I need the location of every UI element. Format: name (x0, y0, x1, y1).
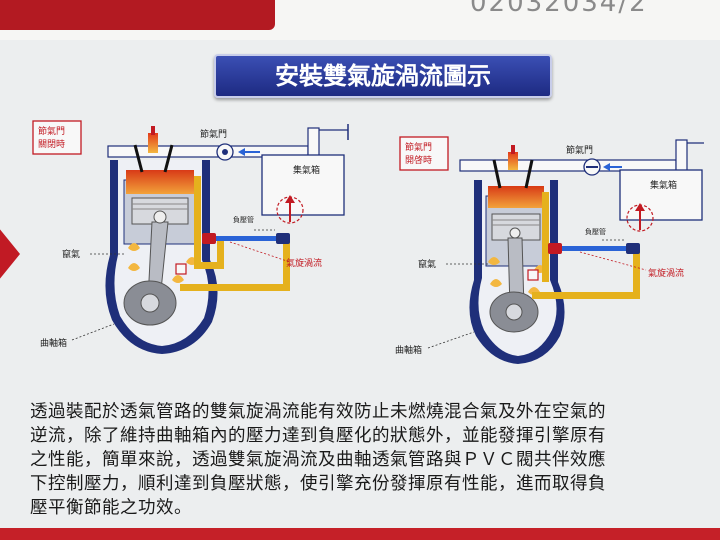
left-crankcase-label: 曲軸箱 (40, 337, 67, 349)
left-spark-plug-icon (148, 133, 158, 153)
description-line: 透過裝配於透氣管路的雙氣旋渦流能有效防止未燃燒混合氣及外在空氣的 (30, 402, 606, 422)
right-throttle-label: 節氣門 (566, 144, 593, 156)
description-line: 下控制壓力，順利達到負壓狀態，使引擎充份發揮原有性能，進而取得負 (30, 474, 606, 494)
left-negative-pipe-label: 負壓管 (233, 215, 254, 224)
left-breather-pipe (194, 176, 201, 266)
top-red-tab (0, 0, 275, 30)
left-negative-pipe (206, 236, 290, 241)
left-valve-label-line2: 關閉時 (38, 139, 65, 150)
right-valve-label-line2: 開啓時 (405, 154, 432, 166)
left-collector-box (261, 154, 345, 216)
red-arrow-icon (0, 222, 20, 286)
right-engine (427, 139, 704, 364)
right-negative-pipe (552, 246, 640, 251)
top-code-text: 02032034/2 (470, 0, 648, 18)
right-collector-box (619, 169, 703, 221)
left-throttle-label: 節氣門 (200, 128, 227, 140)
description-line: 壓平衡節能之功效。 (30, 498, 192, 518)
right-spark-plug-icon (508, 152, 518, 170)
right-collector-label: 集氣箱 (650, 179, 677, 191)
left-valve-state-box (32, 120, 82, 155)
left-blowby-label: 竄氣 (62, 248, 80, 260)
left-engine (71, 124, 349, 354)
left-combustion-chamber (126, 170, 194, 194)
diagram-title: 安裝雙氣旋渦流圖示 (214, 54, 552, 98)
description-text: 透過裝配於透氣管路的雙氣旋渦流能有效防止未燃燒混合氣及外在空氣的 逆流，除了維持… (30, 400, 680, 520)
left-vortex-label: 氣旋渦流 (286, 257, 322, 269)
left-collector-label: 集氣箱 (293, 164, 320, 176)
right-vortex-label: 氣旋渦流 (648, 267, 684, 279)
right-breather-pipe (542, 192, 549, 282)
right-valve-state-box (399, 136, 449, 171)
description-line: 逆流，除了維持曲軸箱內的壓力達到負壓化的狀態外，並能發揮引擎原有 (30, 426, 606, 446)
right-valve-label-line1: 節氣門 (405, 141, 432, 153)
right-blowby-label: 竄氣 (418, 258, 436, 270)
description-line: 之性能，簡單來說，透過雙氣旋渦流及曲軸透氣管路與ＰＶＣ閥共伴效應 (30, 450, 606, 470)
left-valve-label-line1: 節氣門 (38, 125, 65, 137)
right-negative-pipe-label: 負壓管 (585, 227, 606, 236)
right-combustion-chamber (488, 186, 544, 208)
bottom-red-band (0, 528, 720, 540)
right-crankcase-label: 曲軸箱 (395, 344, 422, 356)
